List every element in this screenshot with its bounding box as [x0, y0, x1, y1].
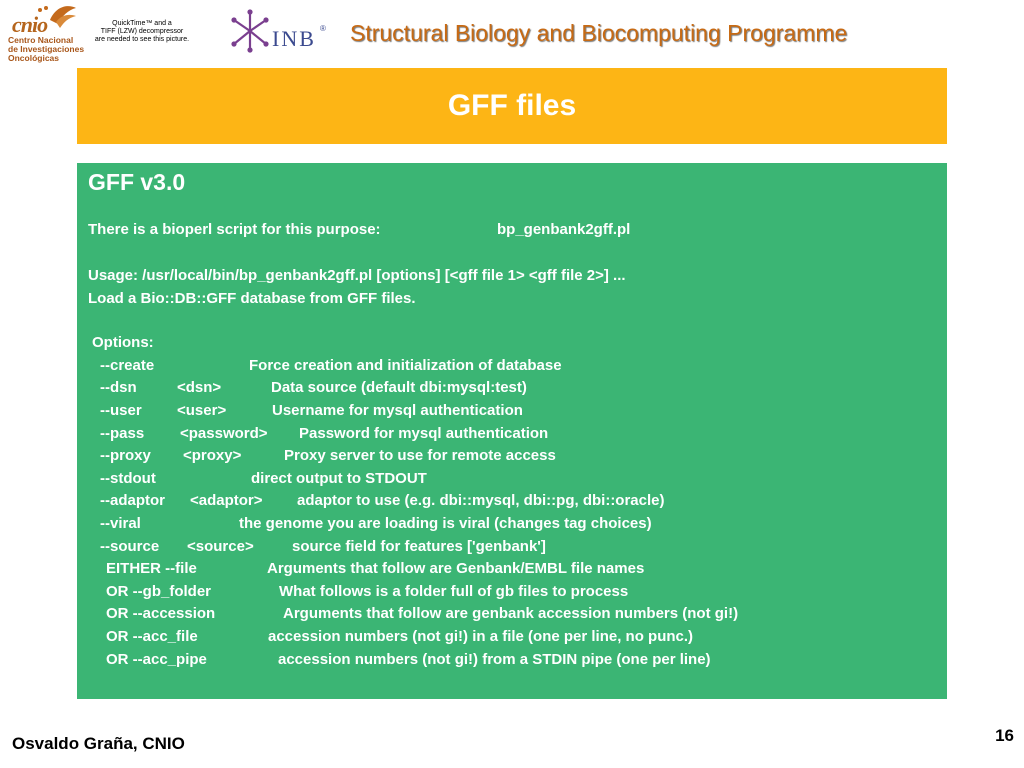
cnio-bird-icon — [38, 6, 76, 28]
content-box: GFF v3.0 There is a bioperl script for t… — [77, 163, 947, 699]
description-line: Load a Bio::DB::GFF database from GFF fi… — [88, 290, 416, 307]
option-arg: <proxy> — [183, 447, 242, 464]
sub-option-desc: Arguments that follow are Genbank/EMBL f… — [267, 560, 645, 577]
option-arg: <dsn> — [177, 379, 222, 396]
option-arg: <adaptor> — [190, 492, 263, 509]
sub-option-desc: accession numbers (not gi!) in a file (o… — [268, 628, 694, 645]
option-flag: --viral — [100, 515, 141, 532]
page-number: 16 — [995, 726, 1014, 745]
quicktime-placeholder-notice: QuickTime™ and a TIFF (LZW) decompressor… — [94, 20, 190, 43]
intro-label: There is a bioperl script for this purpo… — [88, 221, 381, 238]
option-desc: Username for mysql authentication — [272, 402, 523, 419]
inb-star-icon — [231, 9, 269, 53]
intro-script: bp_genbank2gff.pl — [497, 221, 631, 238]
option-flag: --proxy — [100, 447, 151, 464]
cnio-wordmark: cnio — [12, 12, 48, 37]
option-flag: --user — [100, 402, 142, 419]
usage-line: Usage: /usr/local/bin/bp_genbank2gff.pl … — [88, 267, 626, 284]
sub-option-desc: What follows is a folder full of gb file… — [279, 583, 629, 600]
sub-option-desc: accession numbers (not gi!) from a STDIN… — [278, 651, 711, 668]
sub-option-desc: Arguments that follow are genbank access… — [283, 605, 739, 622]
registered-mark: ® — [320, 24, 326, 33]
inb-logo: INB ® — [228, 6, 332, 56]
option-desc: source field for features ['genbank'] — [292, 538, 546, 555]
inb-wordmark: INB — [272, 26, 316, 51]
option-flag: --create — [100, 357, 155, 374]
option-flag: --dsn — [100, 379, 137, 396]
option-arg: <source> — [187, 538, 254, 555]
option-arg: <user> — [177, 402, 227, 419]
option-desc: Force creation and initialization of dat… — [249, 357, 562, 374]
title-banner: GFF files — [77, 68, 947, 144]
option-desc: Data source (default dbi:mysql:test) — [271, 379, 527, 396]
option-arg: <password> — [180, 425, 268, 442]
option-desc: the genome you are loading is viral (cha… — [239, 515, 652, 532]
option-desc: Password for mysql authentication — [299, 425, 549, 442]
cnio-logo: cnio Centro Nacional de Investigaciones … — [6, 2, 84, 66]
cnio-subtitle: Centro Nacional de Investigaciones Oncol… — [8, 35, 85, 63]
option-flag: --pass — [100, 425, 145, 442]
option-desc: adaptor to use (e.g. dbi::mysql, dbi::pg… — [297, 492, 665, 509]
programme-title: Structural Biology and Biocomputing Prog… — [350, 20, 848, 46]
sub-option-flag: OR --acc_pipe — [106, 651, 207, 668]
section-heading: GFF v3.0 — [88, 169, 186, 195]
option-desc: direct output to STDOUT — [251, 470, 427, 487]
option-desc: Proxy server to use for remote access — [284, 447, 556, 464]
sub-option-flag: OR --accession — [106, 605, 216, 622]
option-flag: --source — [100, 538, 160, 555]
option-flag: --stdout — [100, 470, 156, 487]
slide-title: GFF files — [447, 89, 577, 122]
option-flag: --adaptor — [100, 492, 165, 509]
sub-option-flag: EITHER --file — [106, 560, 197, 577]
author-credit: Osvaldo Graña, CNIO — [12, 734, 185, 753]
sub-option-flag: OR --acc_file — [106, 628, 198, 645]
sub-option-flag: OR --gb_folder — [106, 583, 211, 600]
options-label: Options: — [92, 334, 154, 351]
